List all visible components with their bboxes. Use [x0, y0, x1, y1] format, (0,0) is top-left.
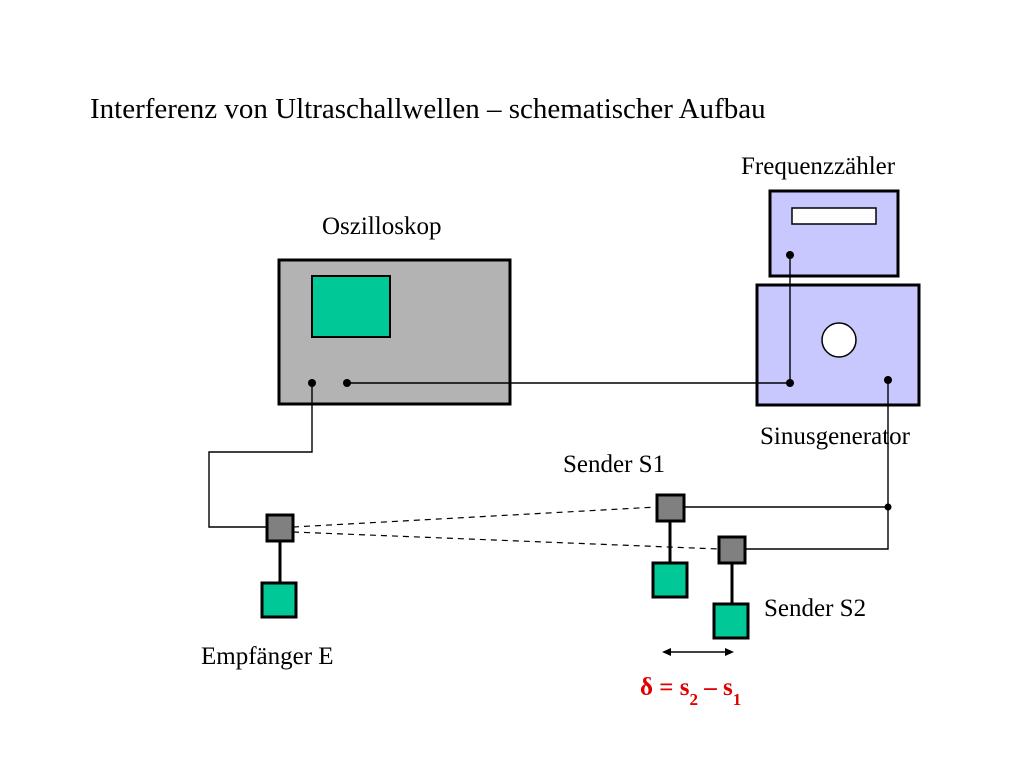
sender-s2	[712, 535, 750, 640]
wiring	[208, 255, 892, 550]
sound-path-s2	[292, 531, 720, 550]
formula-sub-2: 2	[689, 690, 698, 709]
formula-sub-1: 1	[733, 690, 742, 709]
path-difference-arrow	[662, 648, 734, 656]
frequency-counter-display	[791, 207, 877, 225]
path-difference-formula: δ = s2 – s1	[640, 674, 741, 709]
formula-lhs: δ = s	[640, 674, 690, 701]
sender-s2-body	[712, 602, 750, 640]
frequency-counter	[768, 189, 900, 278]
receiver-body	[260, 581, 298, 619]
sender-s2-head	[717, 535, 747, 565]
frequency-counter-label: Frequenzzähler	[741, 153, 896, 180]
oscilloscope	[277, 258, 512, 406]
wire-oscilloscope-receiver	[208, 383, 313, 528]
sine-generator-label: Sinusgenerator	[760, 423, 911, 450]
oscilloscope-screen	[311, 275, 391, 338]
sender-s1-label: Sender S1	[563, 451, 665, 478]
sine-generator	[755, 283, 921, 407]
sound-path-s1	[292, 506, 658, 528]
sender-s1-body	[651, 561, 689, 599]
page-title: Interferenz von Ultraschallwellen – sche…	[90, 93, 766, 125]
wire-junction	[884, 503, 892, 511]
receiver-head	[265, 513, 295, 543]
formula-mid: – s	[698, 674, 733, 701]
receiver-e	[260, 513, 298, 619]
oscilloscope-label: Oszilloskop	[322, 213, 441, 240]
receiver-label: Empfänger E	[201, 643, 334, 670]
sine-generator-knob	[821, 322, 857, 358]
sender-s1	[651, 493, 689, 599]
sender-s1-head	[655, 493, 686, 523]
wire-generator-s2	[745, 507, 889, 550]
sender-s2-label: Sender S2	[764, 595, 866, 622]
frequency-counter-body	[768, 189, 900, 278]
